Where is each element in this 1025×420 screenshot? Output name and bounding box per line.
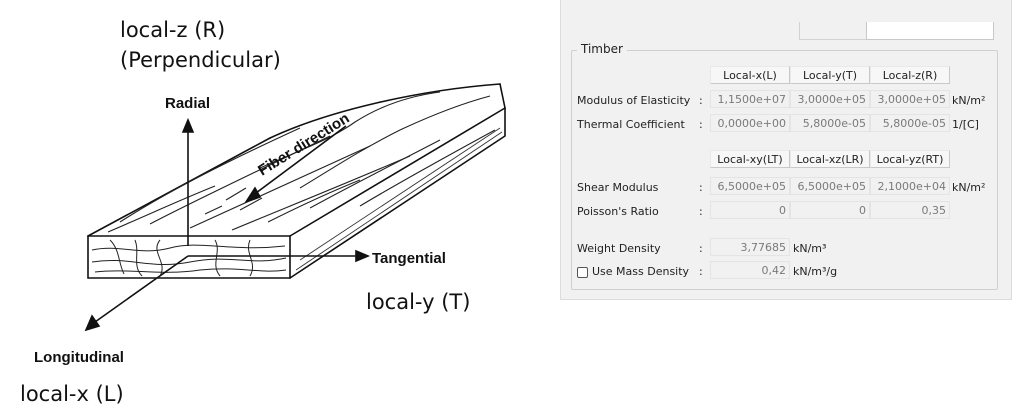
- shear-xz-field[interactable]: 6,5000e+05: [790, 177, 870, 195]
- timber-group-box: [571, 50, 998, 290]
- colon: :: [699, 265, 703, 278]
- thermal-x-field[interactable]: 0,0000e+00: [710, 114, 790, 132]
- label-use-mass-density: Use Mass Density: [592, 265, 690, 278]
- header-local-z: Local-z(R): [870, 66, 950, 84]
- elasticity-x-field[interactable]: 1,1500e+07: [710, 90, 790, 108]
- header-local-x: Local-x(L): [710, 66, 790, 84]
- label-shear-modulus: Shear Modulus: [577, 181, 659, 194]
- shear-unit: kN/m²: [952, 181, 986, 194]
- timber-board-drawing: Radial Tangential Longitudinal Fiber dir…: [34, 83, 506, 366]
- elasticity-y-field[interactable]: 3,0000e+05: [790, 90, 870, 108]
- label-weight-density: Weight Density: [577, 242, 661, 255]
- group-title: Timber: [577, 42, 627, 56]
- radial-label: Radial: [165, 95, 210, 112]
- shear-yz-field[interactable]: 2,1000e+04: [870, 177, 950, 195]
- colon: :: [699, 181, 703, 194]
- colon: :: [699, 118, 703, 131]
- wood-grain-diagram: local-z (R) (Perpendicular) local-y (T) …: [20, 18, 506, 406]
- label-poissons-ratio: Poisson's Ratio: [577, 205, 659, 218]
- label-modulus-elasticity: Modulus of Elasticity: [577, 94, 691, 107]
- fiber-direction-label: Fiber direction: [255, 110, 352, 180]
- label-local-y: local-y (T): [366, 290, 471, 314]
- header-local-xy: Local-xy(LT): [710, 150, 790, 168]
- label-perpendicular: (Perpendicular): [120, 48, 281, 72]
- top-divider: [799, 22, 867, 40]
- weight-density-field[interactable]: 3,77685: [710, 238, 790, 256]
- poisson-xy-field[interactable]: 0: [710, 201, 790, 219]
- use-mass-density-checkbox[interactable]: [577, 267, 588, 278]
- colon: :: [699, 205, 703, 218]
- thermal-y-field[interactable]: 5,8000e-05: [790, 114, 870, 132]
- label-thermal-coefficient: Thermal Coefficient: [577, 118, 685, 131]
- elasticity-unit: kN/m²: [952, 94, 986, 107]
- thermal-unit: 1/[C]: [952, 118, 979, 131]
- tangential-label: Tangential: [372, 250, 446, 267]
- elasticity-z-field[interactable]: 3,0000e+05: [870, 90, 950, 108]
- mass-density-field[interactable]: 0,42: [710, 261, 790, 279]
- top-input-field[interactable]: [866, 22, 994, 40]
- label-local-z: local-z (R): [120, 18, 226, 42]
- mass-density-unit: kN/m³/g: [793, 265, 838, 278]
- label-local-x: local-x (L): [20, 382, 124, 406]
- poisson-yz-field[interactable]: 0,35: [870, 201, 950, 219]
- header-local-y: Local-y(T): [790, 66, 870, 84]
- timber-properties-panel: Timber Local-x(L) Local-y(T) Local-z(R) …: [560, 0, 1012, 300]
- colon: :: [699, 94, 703, 107]
- header-local-xz: Local-xz(LR): [790, 150, 870, 168]
- thermal-z-field[interactable]: 5,8000e-05: [870, 114, 950, 132]
- longitudinal-label: Longitudinal: [34, 349, 124, 366]
- colon: :: [699, 242, 703, 255]
- shear-xy-field[interactable]: 6,5000e+05: [710, 177, 790, 195]
- poisson-xz-field[interactable]: 0: [790, 201, 870, 219]
- header-local-yz: Local-yz(RT): [870, 150, 950, 168]
- weight-density-unit: kN/m³: [793, 242, 827, 255]
